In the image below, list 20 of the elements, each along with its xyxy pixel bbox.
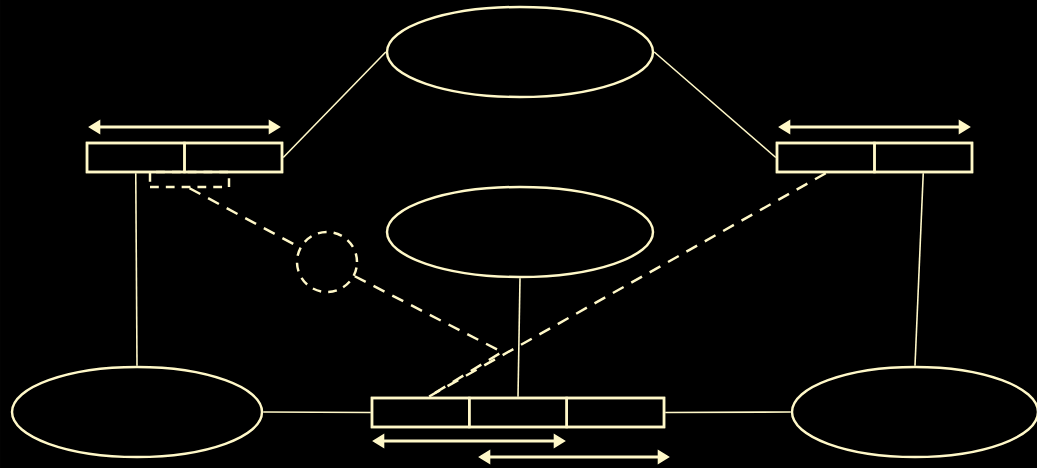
connector-line xyxy=(914,172,925,367)
connector-line xyxy=(653,51,777,159)
cell xyxy=(775,141,876,174)
dashed-box xyxy=(148,170,231,189)
cell xyxy=(370,396,471,429)
cell xyxy=(183,141,284,174)
connector-line xyxy=(517,277,521,398)
cell xyxy=(873,141,974,174)
dashed-line xyxy=(428,172,827,398)
cell xyxy=(85,141,186,174)
ellipse xyxy=(10,365,264,459)
cell xyxy=(565,396,666,429)
connector-line xyxy=(282,51,387,159)
cell xyxy=(468,396,568,429)
ellipse xyxy=(385,185,655,279)
dashed-circle xyxy=(295,230,359,294)
ellipse xyxy=(385,5,655,99)
connector-line xyxy=(134,172,138,367)
connector-line xyxy=(262,411,372,414)
connector-line xyxy=(664,411,792,414)
